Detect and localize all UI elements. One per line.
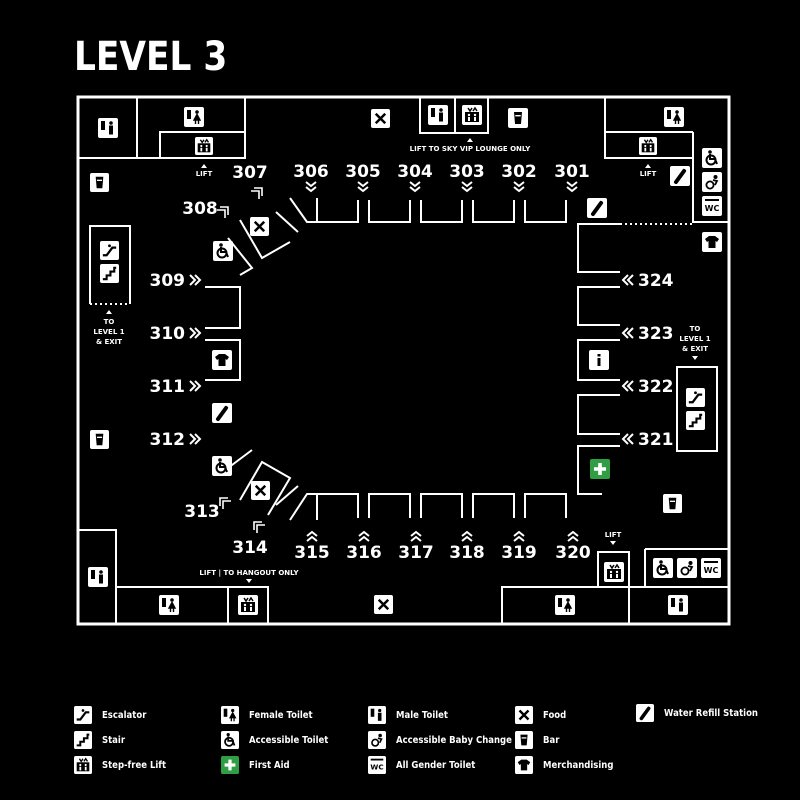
accessible-baby-change-icon	[677, 558, 697, 578]
seating-bowl	[205, 197, 620, 521]
water-refill-icon	[587, 198, 607, 218]
section-319: 319	[501, 543, 537, 563]
sections-corner: 307 308 313 314	[182, 163, 268, 558]
notes: LIFT TO SKY VIP LOUNGE ONLY LIFT LIFT TO…	[93, 138, 711, 583]
section-310: 310	[150, 324, 186, 344]
all-gender-toilet-icon	[701, 558, 721, 578]
sections-right: 324 323 322 321	[638, 271, 674, 450]
food-icon	[251, 481, 270, 500]
sections-top: 306 305 304 303 302 301	[293, 162, 590, 182]
male-toilet-icon	[428, 105, 448, 125]
accessible-toilet-icon	[702, 148, 722, 168]
section-302: 302	[501, 162, 537, 182]
section-316: 316	[346, 543, 382, 563]
map-title: LEVEL 3	[74, 34, 228, 80]
note-level1-left: LEVEL 1	[93, 328, 124, 336]
chevrons-top	[305, 181, 578, 193]
section-314: 314	[232, 538, 268, 558]
step-free-lift-icon	[604, 562, 624, 582]
dotted-lines	[90, 223, 717, 452]
sections-left: 309 310 311 312	[150, 271, 186, 450]
section-322: 322	[638, 377, 674, 397]
step-free-lift-icon	[639, 137, 657, 155]
chevrons-right	[621, 274, 634, 445]
female-toilet-icon	[184, 107, 204, 127]
section-308: 308	[182, 199, 218, 219]
note-to-right: TO	[690, 325, 701, 333]
section-305: 305	[345, 162, 381, 182]
food-icon	[371, 109, 390, 128]
section-312: 312	[150, 430, 186, 450]
section-315: 315	[294, 543, 330, 563]
accessible-toilet-icon	[212, 456, 232, 476]
corner-arrows	[217, 187, 265, 533]
merchandising-icon	[702, 232, 722, 252]
step-free-lift-icon	[462, 105, 482, 125]
male-toilet-icon	[98, 118, 118, 138]
water-refill-icon	[212, 403, 232, 423]
bar-icon	[90, 430, 109, 449]
female-toilet-icon	[555, 595, 575, 615]
section-324: 324	[638, 271, 674, 291]
chevrons-bottom	[306, 530, 579, 542]
note-lift-hangout: LIFT | TO HANGOUT ONLY	[199, 569, 299, 578]
step-free-lift-icon	[238, 595, 258, 615]
female-toilet-icon	[159, 595, 179, 615]
note-lift-sky-vip: LIFT TO SKY VIP LOUNGE ONLY	[410, 145, 532, 153]
accessible-toilet-icon	[653, 558, 673, 578]
male-toilet-icon	[668, 595, 688, 615]
section-301: 301	[554, 162, 590, 182]
note-exit-left: & EXIT	[96, 338, 122, 346]
food-icon	[374, 595, 393, 614]
first-aid-icon	[590, 459, 610, 479]
note-exit-right: & EXIT	[682, 345, 708, 353]
escalator-icon	[100, 241, 119, 260]
rooms	[78, 97, 730, 624]
all-gender-toilet-icon	[702, 196, 722, 216]
note-to-left: TO	[104, 318, 115, 326]
bar-icon	[508, 108, 528, 128]
section-321: 321	[638, 430, 674, 450]
section-313: 313	[184, 502, 220, 522]
bar-icon	[663, 494, 682, 513]
info-icon	[589, 350, 609, 370]
section-323: 323	[638, 324, 674, 344]
food-icon	[250, 217, 269, 236]
accessible-baby-change-icon	[702, 172, 722, 192]
outer-walls	[76, 95, 731, 626]
step-free-lift-icon	[195, 137, 213, 155]
section-303: 303	[449, 162, 485, 182]
section-304: 304	[397, 162, 433, 182]
stair-icon	[100, 264, 119, 283]
section-317: 317	[398, 543, 434, 563]
note-lift-bottom-right: LIFT	[605, 531, 622, 539]
female-toilet-icon	[664, 107, 684, 127]
note-level1-right: LEVEL 1	[679, 335, 710, 343]
note-lift-top-right: LIFT	[640, 170, 657, 178]
section-306: 306	[293, 162, 329, 182]
stair-icon	[686, 411, 705, 430]
chevrons-left	[189, 274, 202, 445]
bar-icon	[90, 173, 109, 192]
section-311: 311	[150, 377, 186, 397]
section-309: 309	[150, 271, 186, 291]
accessible-toilet-icon	[213, 241, 233, 261]
escalator-icon	[686, 388, 705, 407]
water-refill-icon	[670, 166, 690, 186]
section-318: 318	[449, 543, 485, 563]
section-307: 307	[232, 163, 268, 183]
note-lift-top-left: LIFT	[196, 170, 213, 178]
male-toilet-icon	[88, 567, 108, 587]
section-320: 320	[555, 543, 591, 563]
merchandising-icon	[212, 350, 232, 370]
sections-bottom: 315 316 317 318 319 320	[294, 543, 591, 563]
